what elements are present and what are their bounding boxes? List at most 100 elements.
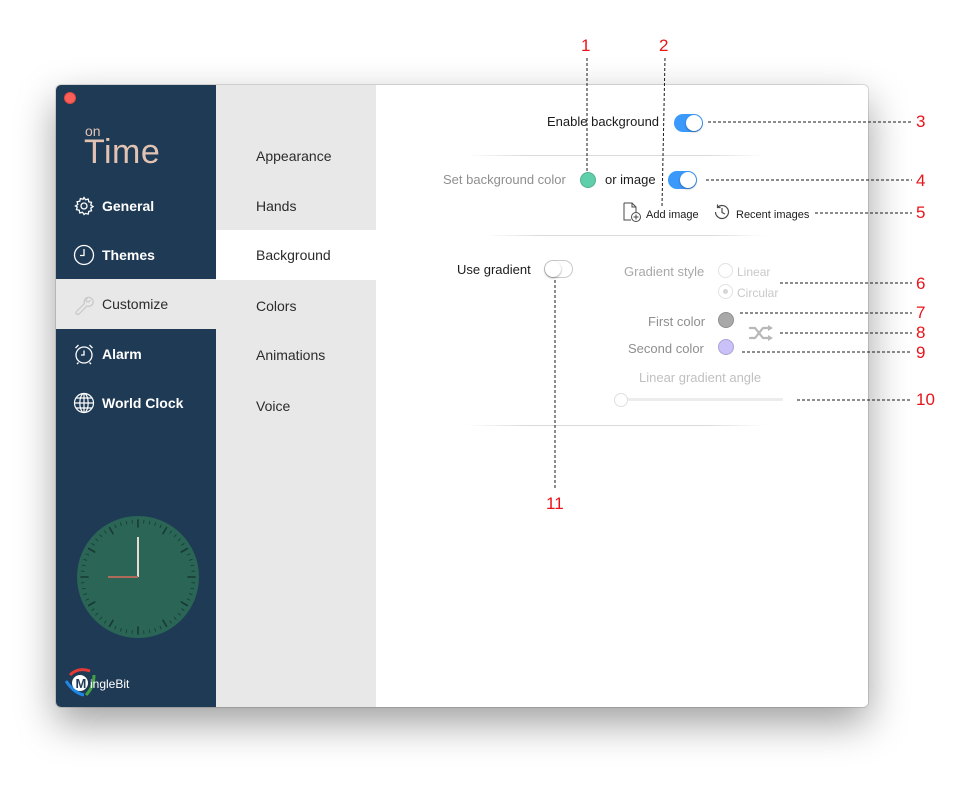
clock-minute-tick xyxy=(173,534,177,538)
clock-minute-tick xyxy=(114,625,117,630)
sidebar-item-label: Customize xyxy=(102,296,169,312)
gradient-angle-slider[interactable] xyxy=(615,398,783,401)
recent-images-label: Recent images xyxy=(736,208,810,221)
sidebar-item-general[interactable]: General xyxy=(56,181,216,231)
gradient-angle-slider-thumb[interactable] xyxy=(614,393,628,407)
set-background-color-label: Set background color xyxy=(443,172,566,187)
divider xyxy=(466,155,766,156)
enable-background-label: Enable background xyxy=(547,114,660,129)
divider xyxy=(466,425,766,426)
subnav-item-hands[interactable]: Hands xyxy=(216,181,376,231)
clock-hour-tick xyxy=(108,526,114,535)
first-color-swatch[interactable] xyxy=(718,312,734,328)
clock-minute-tick xyxy=(154,522,157,527)
sidebar-item-themes[interactable]: Themes xyxy=(56,230,216,280)
sidebar-item-customize[interactable]: Customize xyxy=(56,279,216,329)
background-color-swatch[interactable] xyxy=(580,172,596,188)
sidebar-item-alarm[interactable]: Alarm xyxy=(56,329,216,379)
background-settings-panel: Enable background Set background color o… xyxy=(376,85,868,707)
clock-minute-tick xyxy=(181,543,185,546)
enable-background-toggle[interactable] xyxy=(674,114,703,132)
alarm-clock-icon xyxy=(73,343,95,365)
clock-minute-tick xyxy=(177,612,181,616)
history-icon xyxy=(712,202,732,227)
clock-hour-tick xyxy=(180,547,189,553)
shuffle-colors-icon[interactable] xyxy=(748,325,773,346)
ontime-logo: on Time xyxy=(84,123,160,169)
sidebar-item-world-clock[interactable]: World Clock xyxy=(56,378,216,428)
subnav-item-label: Animations xyxy=(256,347,326,363)
radio-linear[interactable] xyxy=(718,263,733,278)
customize-subnav: Appearance Hands Background Colors Anima… xyxy=(216,85,376,707)
subnav-item-voice[interactable]: Voice xyxy=(216,381,376,431)
callout-9: 9 xyxy=(916,343,926,362)
analog-clock-preview xyxy=(77,516,199,638)
radio-circular[interactable] xyxy=(718,284,733,299)
clock-minute-tick xyxy=(148,629,151,634)
clock-minute-tick xyxy=(91,608,95,611)
clock-minute-tick xyxy=(186,598,191,601)
clock-hour-tick xyxy=(162,526,168,535)
clock-minute-tick xyxy=(81,564,86,567)
clock-minute-tick xyxy=(186,553,191,556)
clock-minute-tick xyxy=(85,598,90,601)
clock-minute-tick xyxy=(125,629,128,634)
clock-minute-tick xyxy=(190,564,195,567)
callout-3: 3 xyxy=(916,112,926,131)
clock-minute-tick xyxy=(99,616,103,620)
add-image-button[interactable]: Add image xyxy=(621,201,699,228)
close-window-button[interactable] xyxy=(64,92,76,104)
minglebit-logo: M ingleBit xyxy=(64,665,174,706)
clock-minute-tick xyxy=(81,587,86,590)
callout-10: 10 xyxy=(916,390,935,409)
subnav-item-background[interactable]: Background xyxy=(216,230,376,280)
callout-5: 5 xyxy=(916,203,926,222)
clock-minute-tick xyxy=(104,530,107,534)
callout-8: 8 xyxy=(916,323,926,342)
clock-minute-tick xyxy=(95,538,99,542)
clock-minute-tick xyxy=(125,520,128,525)
logo-time: Time xyxy=(84,133,160,169)
image-background-toggle[interactable] xyxy=(668,171,697,189)
first-color-label: First color xyxy=(648,314,706,329)
callout-11: 11 xyxy=(546,494,564,513)
clock-minute-tick xyxy=(119,522,122,527)
subnav-item-label: Voice xyxy=(256,398,291,414)
use-gradient-toggle[interactable] xyxy=(544,260,573,278)
clock-minute-tick xyxy=(83,558,88,561)
gear-icon xyxy=(73,195,95,217)
recent-images-button[interactable]: Recent images xyxy=(712,202,809,227)
clock-hour-tick xyxy=(87,601,96,607)
clock-hour-tick xyxy=(162,619,168,628)
clock-minute-tick xyxy=(173,616,177,620)
clock-minute-tick xyxy=(83,593,88,596)
clock-minute-tick xyxy=(114,524,117,529)
clock-minute-tick xyxy=(190,587,195,590)
sidebar-item-label: General xyxy=(102,198,155,214)
clock-minute-tick xyxy=(91,543,95,546)
clock-minute-tick xyxy=(95,612,99,616)
subnav-item-label: Appearance xyxy=(256,148,332,164)
clock-minute-tick xyxy=(181,608,185,611)
clock-minute-tick xyxy=(159,625,162,630)
clock-minute-tick xyxy=(99,534,103,538)
radio-circular-label: Circular xyxy=(737,286,779,300)
clock-hour-tick xyxy=(87,547,96,553)
subnav-item-colors[interactable]: Colors xyxy=(216,281,376,331)
subnav-item-appearance[interactable]: Appearance xyxy=(216,131,376,181)
use-gradient-label: Use gradient xyxy=(457,262,531,277)
gradient-angle-label: Linear gradient angle xyxy=(639,370,762,385)
subnav-item-animations[interactable]: Animations xyxy=(216,330,376,380)
subnav-item-label: Hands xyxy=(256,198,297,214)
clock-minute-tick xyxy=(169,530,172,534)
sidebar-item-label: Themes xyxy=(102,247,155,263)
divider xyxy=(486,235,766,236)
brand-text: ingleBit xyxy=(90,677,130,691)
second-color-swatch[interactable] xyxy=(718,339,734,355)
svg-text:M: M xyxy=(76,676,87,691)
clock-hour-tick xyxy=(108,619,114,628)
clock-minute-tick xyxy=(188,558,193,561)
subnav-item-label: Background xyxy=(256,247,331,263)
clock-minute-tick xyxy=(104,620,107,624)
wrench-icon xyxy=(73,293,95,315)
